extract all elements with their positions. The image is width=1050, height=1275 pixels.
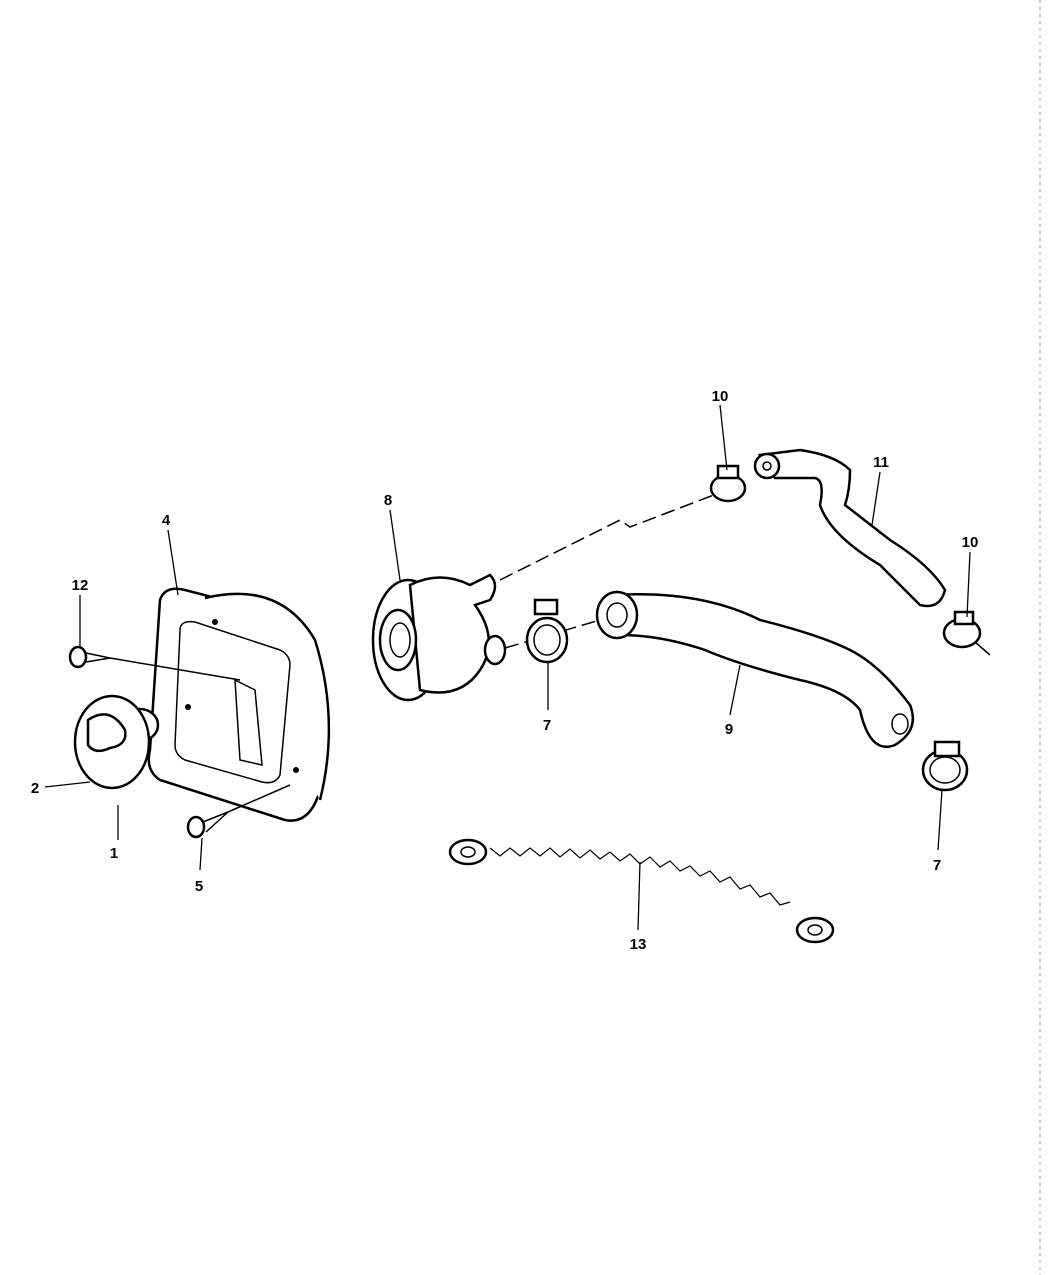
hose-clamp-part-10: [709, 464, 747, 503]
screw-part-5: [186, 784, 291, 839]
callout-10: 10: [712, 388, 729, 405]
callout-4: 4: [162, 512, 171, 529]
filler-housing-part-4: [147, 587, 331, 822]
callout-12: 12: [72, 577, 89, 594]
hose-clamp-part-10: [942, 610, 991, 656]
screw-part-12: [68, 645, 241, 681]
hose-clamp-part-7: [525, 598, 569, 664]
callout-7: 7: [933, 857, 941, 874]
fuel-cap-part-1: [73, 694, 160, 790]
callout-1: 1: [110, 845, 118, 862]
ground-strap-part-13: [448, 838, 835, 944]
callout-5: 5: [195, 878, 203, 895]
vent-hose-part-11: [753, 448, 947, 608]
callout-10: 10: [962, 534, 979, 551]
callout-11: 11: [873, 454, 889, 471]
callout-7: 7: [543, 717, 551, 734]
callout-13: 13: [630, 936, 647, 953]
hose-clamp-part-7: [921, 740, 969, 792]
callout-2: 2: [31, 780, 39, 797]
callout-8: 8: [384, 492, 392, 509]
filler-neck-part-8: [371, 573, 507, 702]
callout-9: 9: [725, 721, 733, 738]
assembly-line: [499, 484, 741, 581]
filler-hose-part-9: [595, 590, 915, 748]
leader-lines: [44, 404, 971, 931]
